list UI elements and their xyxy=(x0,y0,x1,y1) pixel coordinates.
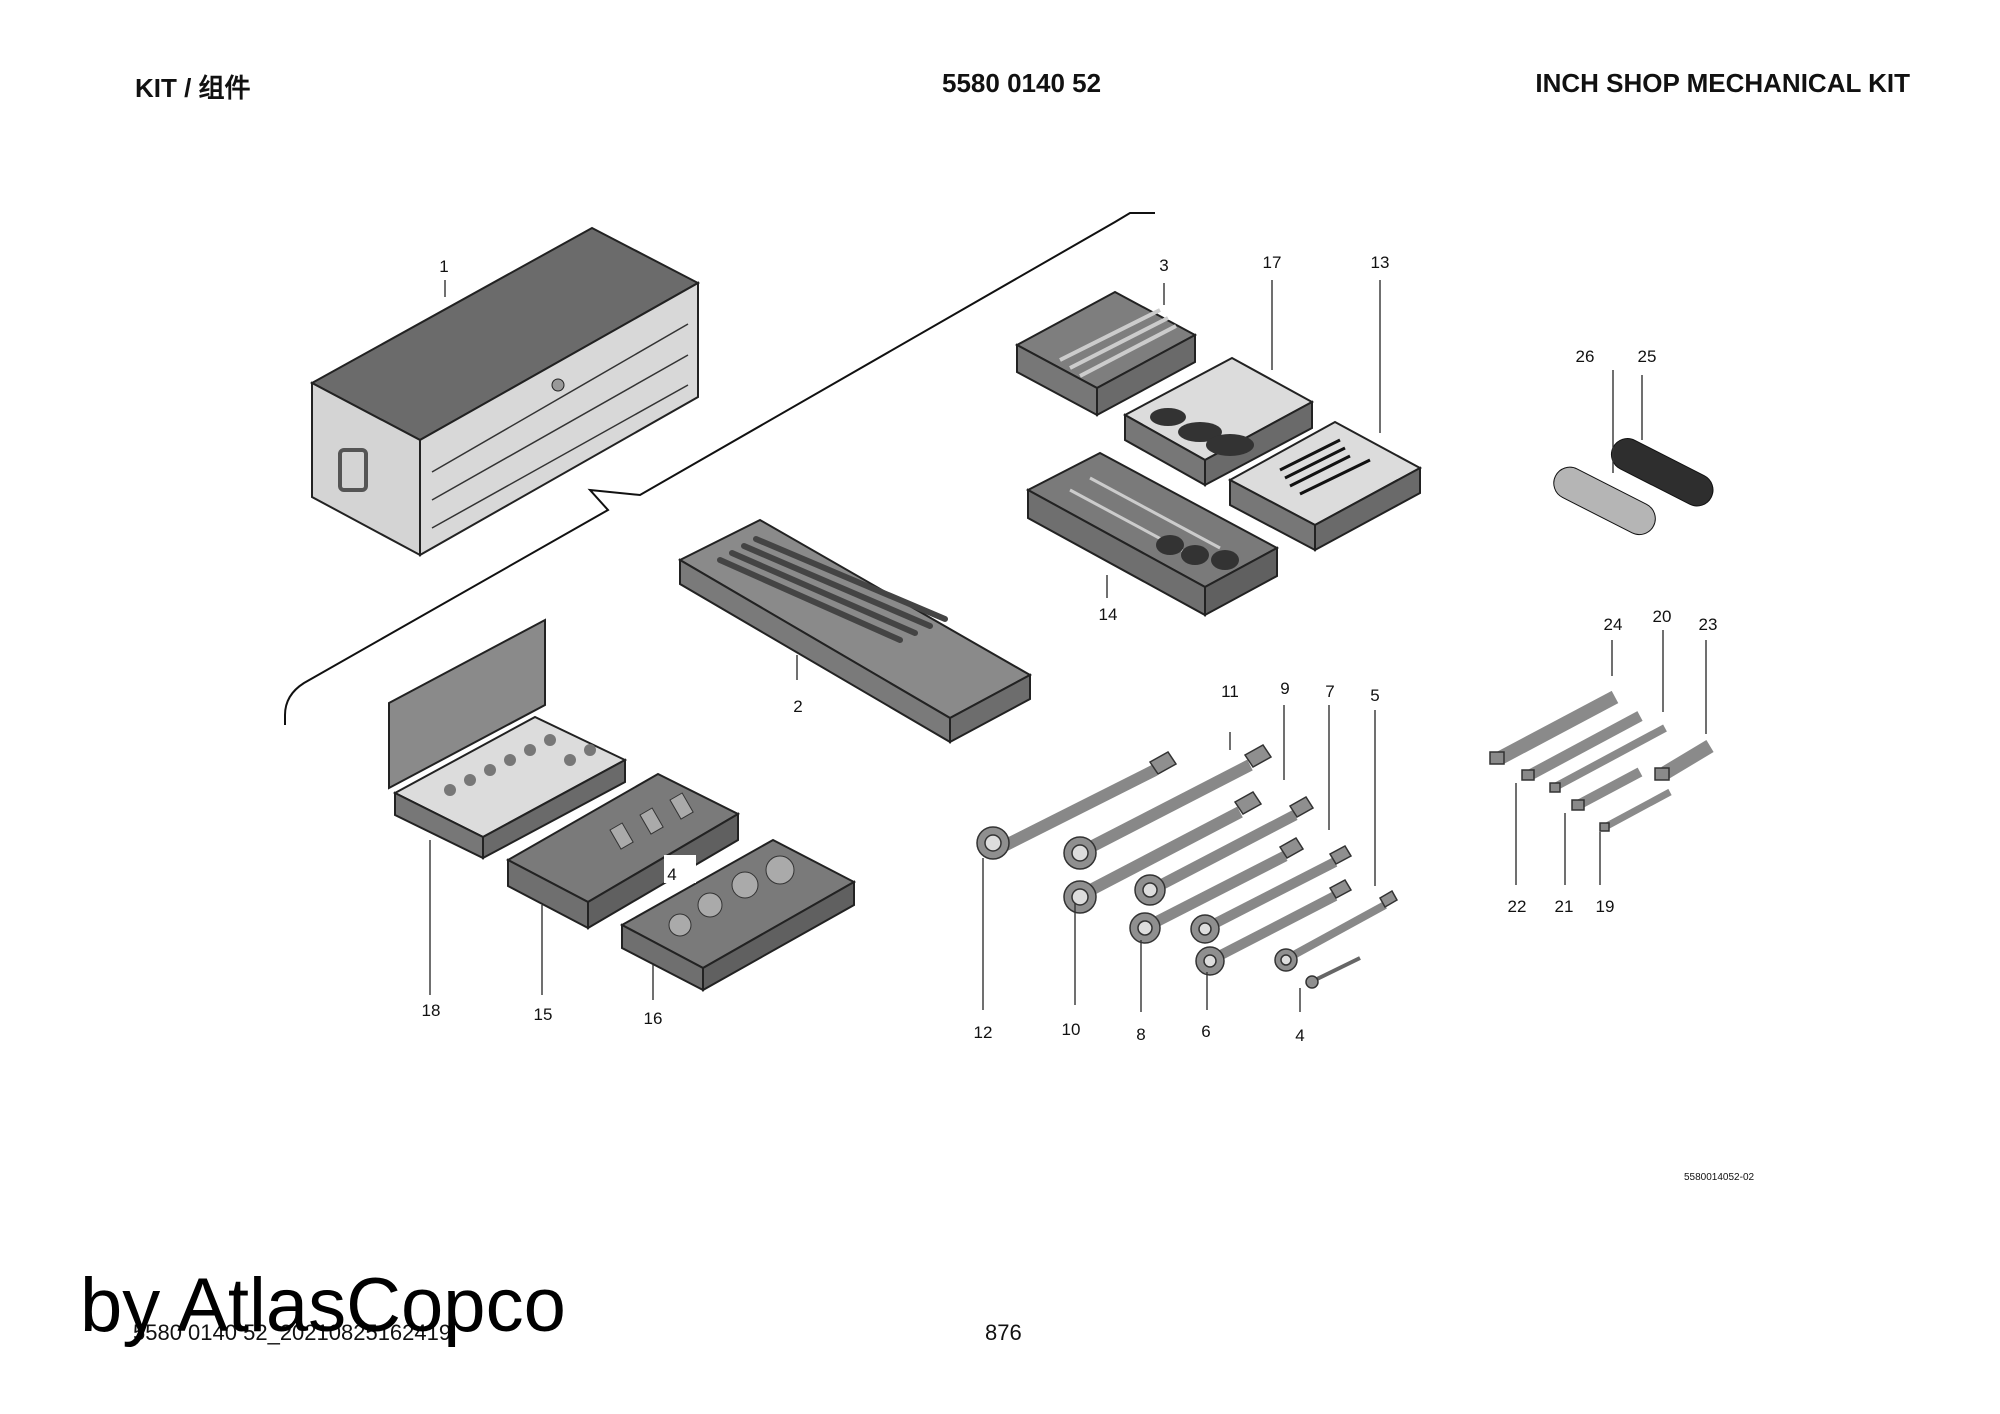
figure-code: 5580014052-02 xyxy=(1684,1172,1755,1183)
wrench-7 xyxy=(1190,845,1353,944)
callout-18: 18 xyxy=(422,1001,441,1020)
wrench-12 xyxy=(976,751,1178,860)
callout-21: 21 xyxy=(1555,897,1574,916)
extension-23 xyxy=(1654,739,1714,781)
part-number: 5580 0140 52 xyxy=(942,68,1102,98)
screwdriver-tray xyxy=(1025,451,1280,617)
callout-13: 13 xyxy=(1371,253,1390,272)
group-bracket xyxy=(284,212,1155,725)
combination-wrench-tray xyxy=(677,518,1033,744)
callout-11: 11 xyxy=(1221,682,1239,701)
page-number: 876 xyxy=(985,1320,1022,1345)
callout-9: 9 xyxy=(1280,679,1289,698)
callout-14: 14 xyxy=(1099,605,1118,624)
callout-16: 16 xyxy=(644,1009,663,1028)
folding-hex-key-26 xyxy=(1553,466,1656,536)
callout-20: 20 xyxy=(1653,607,1672,626)
callout-4-background xyxy=(664,855,696,883)
callout-24: 24 xyxy=(1604,615,1623,634)
callout-12: 12 xyxy=(974,1023,993,1042)
bit-socket-case xyxy=(388,618,628,860)
callout-5: 5 xyxy=(1370,686,1379,705)
ratcheting-wrench-tray xyxy=(1014,290,1198,417)
callout-4-tray: 4 xyxy=(667,865,676,884)
callout-6: 6 xyxy=(1201,1022,1210,1041)
extension-21 xyxy=(1571,767,1643,811)
tool-chest xyxy=(309,226,701,557)
extension-22 xyxy=(1521,711,1643,781)
wrench-4 xyxy=(1305,956,1361,989)
callout-17: 17 xyxy=(1263,253,1282,272)
wrench-9 xyxy=(1134,795,1315,906)
callout-8: 8 xyxy=(1136,1025,1145,1044)
socket-tray-large xyxy=(619,838,857,992)
wrench-8 xyxy=(1129,836,1305,944)
callout-2: 2 xyxy=(793,697,802,716)
callout-3: 3 xyxy=(1159,256,1168,275)
socket-extensions xyxy=(1489,690,1714,832)
callout-10: 10 xyxy=(1062,1020,1081,1039)
callout-23: 23 xyxy=(1699,615,1718,634)
combination-wrenches xyxy=(976,744,1399,989)
ratchet-handle-tray xyxy=(1122,356,1315,487)
extension-20 xyxy=(1549,724,1667,793)
callout-1: 1 xyxy=(439,257,448,276)
wrench-5 xyxy=(1274,889,1399,972)
callout-22: 22 xyxy=(1508,897,1527,916)
callout-19: 19 xyxy=(1596,897,1615,916)
callout-25: 25 xyxy=(1638,347,1657,366)
hex-key-tray xyxy=(1227,420,1423,552)
socket-tray-small xyxy=(505,772,741,930)
kit-title: INCH SHOP MECHANICAL KIT xyxy=(1535,68,1910,98)
watermark: by AtlasCopco xyxy=(80,1263,566,1348)
extension-24 xyxy=(1489,690,1619,765)
extension-19 xyxy=(1599,788,1672,832)
kit-label: KIT / 组件 xyxy=(135,73,251,103)
callout-4-wrench: 4 xyxy=(1295,1026,1304,1045)
wrench-10 xyxy=(1063,791,1263,914)
callout-15: 15 xyxy=(534,1005,553,1024)
wrench-11 xyxy=(1063,744,1273,870)
callout-26: 26 xyxy=(1576,347,1595,366)
drawing-code: 5580 0140 52_20210825162419 xyxy=(133,1320,452,1345)
callout-7: 7 xyxy=(1325,682,1334,701)
wrench-6 xyxy=(1195,879,1353,976)
leader-lines xyxy=(429,280,1707,1012)
